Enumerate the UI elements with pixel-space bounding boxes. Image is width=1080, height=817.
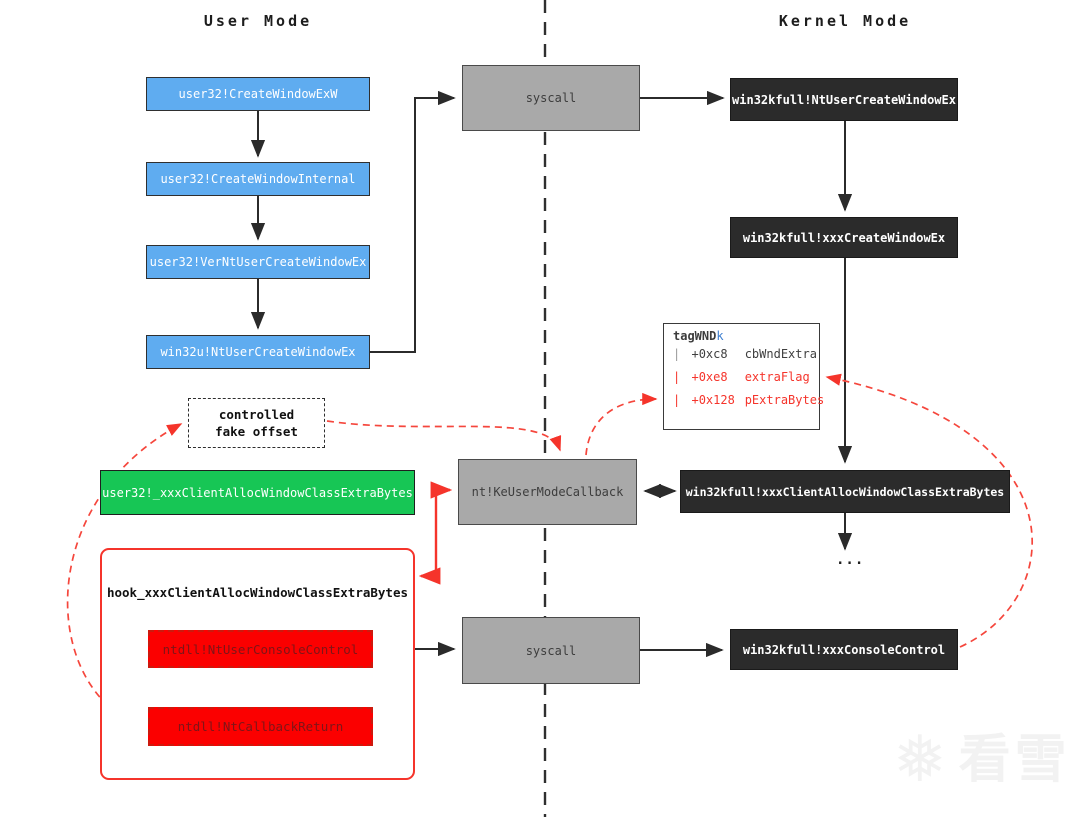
field-offset: +0x128 — [691, 393, 735, 407]
node-keusermodecallback: nt!KeUserModeCallback — [458, 459, 637, 525]
field-name: pExtraBytes — [744, 393, 825, 407]
tagwnd-field-extraflag: | +0xe8 extraFlag — [673, 370, 813, 384]
tagwnd-field-pextrabytes: | +0x128 pExtraBytes — [673, 393, 824, 407]
node-user32-createwindowinternal: user32!CreateWindowInternal — [146, 162, 370, 196]
fake-offset-line1: controlled — [218, 406, 295, 422]
curve-xxxconsolecontrol-to-extraflag — [825, 373, 1034, 648]
field-bar: | — [673, 393, 681, 407]
curve-keusermodecallback-to-pextrabytes — [585, 392, 658, 456]
watermark-text: 看雪 — [958, 730, 1071, 790]
node-syscall-bottom: syscall — [462, 617, 640, 684]
controlled-fake-offset-box: controlled fake offset — [188, 398, 325, 448]
tagwnd-struct-box: tagWNDk | +0xc8 cbWndExtra | +0xe8 extra… — [663, 323, 824, 430]
node-win32u-ntusercreatewindowex: win32u!NtUserCreateWindowEx — [146, 335, 370, 369]
field-offset: +0xe8 — [691, 370, 728, 384]
user-mode-title: User Mode — [203, 12, 313, 30]
node-win32kfull-ntusercreatewindowex: win32kfull!NtUserCreateWindowEx — [730, 78, 958, 121]
node-ntdll-ntuserconsolecontrol: ntdll!NtUserConsoleControl — [148, 630, 373, 668]
field-bar: | — [673, 370, 681, 384]
node-win32kfull-xxxconsolecontrol: win32kfull!xxxConsoleControl — [730, 629, 958, 670]
tagwnd-text-cursor: k — [716, 329, 724, 343]
arrow-win32u-to-syscall — [370, 90, 456, 353]
node-ntdll-ntcallbackreturn: ntdll!NtCallbackReturn — [148, 707, 373, 746]
node-win32kfull-xxxclientalloc: win32kfull!xxxClientAllocWindowClassExtr… — [680, 470, 1010, 513]
curve-fakeoffset-to-keusermodecallback — [326, 420, 562, 452]
node-syscall-top: syscall — [462, 65, 640, 131]
node-user32-xxxclientalloc: user32!_xxxClientAllocWindowClassExtraBy… — [100, 470, 415, 515]
fake-offset-line2: fake offset — [215, 424, 298, 439]
node-user32-createwindowexw: user32!CreateWindowExW — [146, 77, 370, 111]
node-win32kfull-xxxcreatewindowex: win32kfull!xxxCreateWindowEx — [730, 217, 958, 258]
tagwnd-field-cbwndextra: | +0xc8 cbWndExtra — [673, 347, 817, 361]
field-name: cbWndExtra — [744, 347, 817, 361]
arrow-keusermodecallback-hook-bidir — [418, 481, 453, 585]
kernel-ellipsis: ... — [836, 552, 865, 568]
hook-title: hook_xxxClientAllocWindowClassExtraBytes — [106, 585, 409, 600]
field-bar: | — [673, 347, 681, 361]
tagwnd-title: tagWND — [673, 329, 717, 343]
snowflake-icon: ❅ — [893, 723, 947, 797]
kanxue-watermark: ❅ 看雪 — [893, 728, 1071, 792]
field-name: extraFlag — [744, 370, 810, 384]
tagwnd-title-row: tagWNDk — [673, 329, 813, 343]
node-user32-verntusercreatewindowex: user32!VerNtUserCreateWindowEx — [146, 245, 370, 279]
field-offset: +0xc8 — [691, 347, 728, 361]
kernel-mode-title: Kernel Mode — [778, 12, 912, 30]
